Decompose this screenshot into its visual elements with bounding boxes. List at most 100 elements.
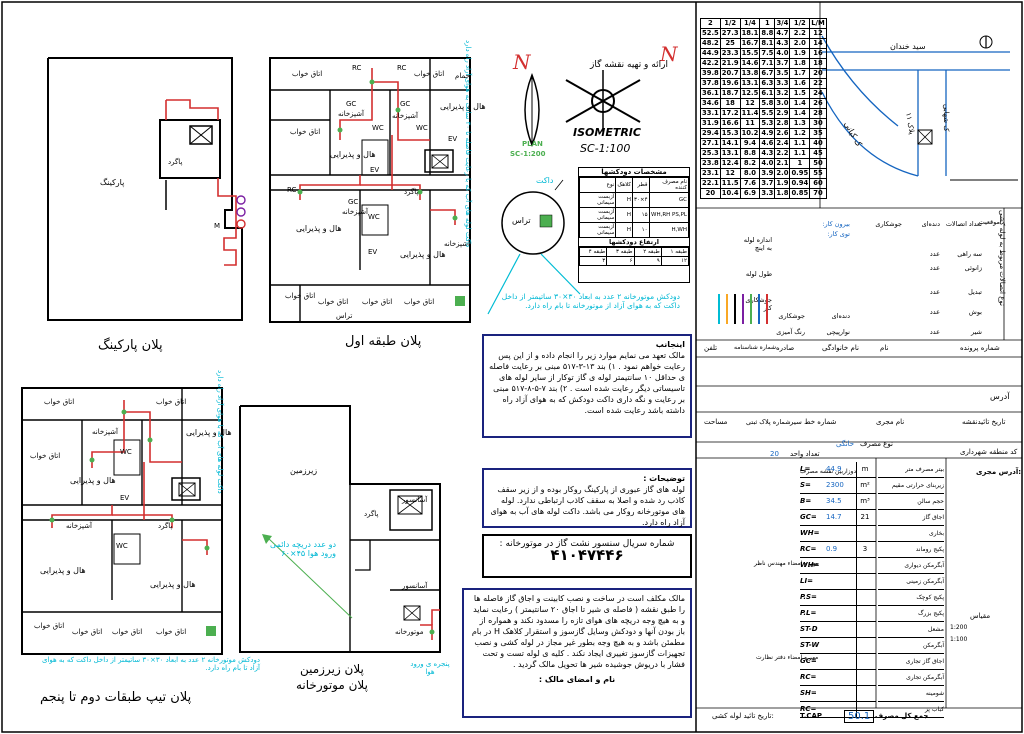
consumption-unit xyxy=(856,526,873,541)
ev-label: EV xyxy=(368,248,378,256)
duct-note: دودکش موتورخانه ۲ عدد به ابعاد ۳۰×۳۰ سات… xyxy=(501,292,680,310)
height-cell: ۳ xyxy=(578,256,608,266)
consumption-row: P.L= xyxy=(800,606,876,622)
pipe-swatch xyxy=(726,294,728,324)
first-floor-vent-note: داکت لوله های آب که با رعایت فاصله تا ۳۰… xyxy=(464,40,472,248)
consumption-row: SH= xyxy=(800,686,876,702)
pipe-table-cell: 4.3 xyxy=(759,148,776,159)
height-cell: ۹ xyxy=(633,256,662,266)
engineer-stamp: مهر و امضاء مهندس ناظر xyxy=(754,560,819,567)
wrapped-check[interactable]: نوارپیچی xyxy=(826,328,851,336)
pipe-swatch xyxy=(718,294,720,324)
legend-cell: آزبست سیمانی xyxy=(578,222,617,238)
pipe-table-cell: 3.5 xyxy=(774,68,791,79)
pipe-table-cell: 10.2 xyxy=(739,128,761,139)
room-hall: هال و پذیرایی xyxy=(150,580,196,589)
consumption-label: GC= xyxy=(800,513,817,521)
legend-cell: H xyxy=(615,222,634,238)
room-kitchen: آشپزخانه xyxy=(342,208,368,216)
plate-label: شماره پلاک ثبتی xyxy=(746,418,791,426)
pipe-table-cell: 1.1 xyxy=(789,138,811,149)
room-bedroom: اتاق خواب xyxy=(156,628,187,636)
pipe-table-cell: 20 xyxy=(809,68,827,79)
consumption-desc: اجاق گاز تجاری xyxy=(878,654,944,670)
welded-check[interactable]: جوشکاری xyxy=(778,312,805,320)
floor-cell: طبقه ۴ xyxy=(578,247,608,257)
consumption-unit xyxy=(856,574,873,589)
pipe-table-cell: 5.8 xyxy=(759,98,776,109)
legend-cell: WH,RH PS,PL xyxy=(648,207,690,223)
stairs-label: پاگرد xyxy=(158,522,173,530)
exec-address-label: آدرس مجری: xyxy=(976,468,1022,476)
inner-label: توی کار: xyxy=(827,230,850,238)
parking-label: پارکینگ xyxy=(100,178,125,187)
room-bedroom: اتاق خواب xyxy=(404,298,435,306)
isometric-title: ISOMETRIC xyxy=(573,126,641,139)
pipe-table-header: 3/4 xyxy=(774,18,791,29)
fitting-row: زانوئی xyxy=(964,264,982,272)
pipe-table-cell: 5.5 xyxy=(759,108,776,119)
consumption-label: B= xyxy=(800,497,812,505)
consumption-row: WH= xyxy=(800,526,876,542)
pipe-table-cell: 2.9 xyxy=(774,108,791,119)
usage-type-label: نوع مصرف xyxy=(860,440,893,448)
pipe-table-cell: 11.5 xyxy=(719,178,741,189)
pipe-table-cell: 2.4 xyxy=(774,138,791,149)
pipe-table-cell: 14.1 xyxy=(719,138,741,149)
consumption-desc: پکیج بزرگ xyxy=(878,606,944,622)
pipe-table-cell: 8.2 xyxy=(739,158,761,169)
pipe-table-cell: 22.1 xyxy=(700,178,721,189)
room-hall: هال و پذیرایی xyxy=(70,476,116,485)
pipe-table-cell: 23.3 xyxy=(719,48,741,59)
pipe-table-cell: 45 xyxy=(809,148,827,159)
route-label: شماره خط سیر xyxy=(790,418,837,426)
threaded-check[interactable]: دنده‌ای xyxy=(831,312,850,320)
consumption-label: WH= xyxy=(800,529,820,537)
pipe-swatch xyxy=(758,294,760,324)
pipe-table-cell: 6.1 xyxy=(759,88,776,99)
pipe-table-cell: 9.4 xyxy=(739,138,761,149)
room-kitchen: آشپزخانه xyxy=(66,522,92,530)
pipe-table-cell: 25.3 xyxy=(700,148,721,159)
consumption-value: 34.5 xyxy=(826,497,842,505)
floor-cell: طبقه ۲ xyxy=(633,247,662,257)
fittings-vertical-title: نوع اتصالات مربوط به لوله کشی xyxy=(998,210,1006,306)
note-title: توضیحات : xyxy=(643,474,685,483)
pipe-table-cell: 16.7 xyxy=(739,38,761,49)
unit-label: عدد xyxy=(929,288,940,296)
fittings-count: تعداد اتصالات xyxy=(945,220,982,228)
engine-room-label: موتورخانه xyxy=(395,628,424,636)
legend-cell: H xyxy=(615,207,634,223)
legend-cell: ۴×۳۰ xyxy=(632,192,650,208)
consumption-label: RC= xyxy=(800,673,817,681)
welded-label: جوشکاری xyxy=(875,220,902,228)
note-title: اینجانب xyxy=(655,340,685,349)
pipe-table-cell: 27.1 xyxy=(700,138,721,149)
ev-label: EV xyxy=(370,166,380,174)
stairs-label: پاگرد xyxy=(168,158,183,166)
pipe-length-label: طول لوله xyxy=(745,270,772,278)
painted-check[interactable]: رنگ آمیزی xyxy=(776,328,805,336)
pipe-table-cell: 2.0 xyxy=(789,38,811,49)
pipe-table-cell: 3.7 xyxy=(774,58,791,69)
pipe-table-cell: 50 xyxy=(809,158,827,169)
unit-label: عدد xyxy=(929,328,940,336)
consumption-unit xyxy=(856,622,873,637)
consumption-unit xyxy=(856,590,873,605)
consumption-label: RC= xyxy=(800,705,817,713)
executor-label: نام مجری xyxy=(876,418,905,426)
north-label-iso: N xyxy=(660,42,678,66)
consumption-value: 0.9 xyxy=(826,545,838,553)
consumption-label: WH= xyxy=(800,561,820,569)
gc-label: GC xyxy=(346,100,357,108)
consumption-desc: کباب پز xyxy=(878,702,944,718)
consumption-unit xyxy=(856,670,873,685)
room-hall: هال و پذیرایی xyxy=(440,102,486,111)
